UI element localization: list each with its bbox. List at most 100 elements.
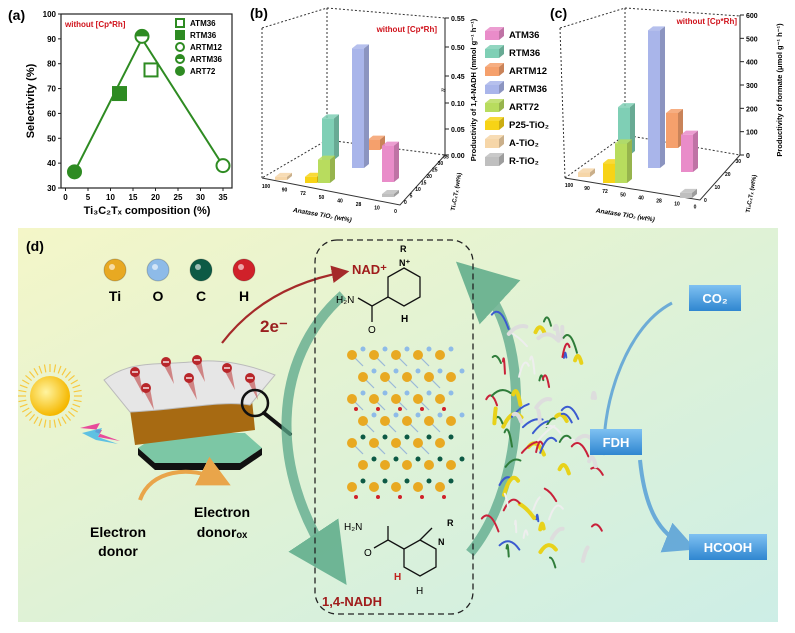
x-tick-label: 40 [638,195,644,201]
bar-atm36-side [693,131,698,172]
ti-atom [446,416,456,426]
protein-ribbon [538,411,540,423]
x-tick-label: 100 [565,183,574,189]
y-axis-label: Productivity of 1,4-NADH (mmol g⁻¹ h⁻¹) [469,18,478,161]
ti-atom [446,372,456,382]
bar-artm36 [352,48,364,168]
atom-label: C [196,288,206,304]
nadh-label: 1,4-NADH [322,594,382,609]
atom-label: H [239,288,249,304]
nad-plus-label: NAD⁺ [352,262,387,277]
legend-bc: ATM36RTM36ARTM12ARTM36ART72P25-TiO₂A-TiO… [485,27,549,167]
atom-highlight [195,264,201,270]
legend-label: R-TiO₂ [509,156,539,167]
h-atom [376,495,380,499]
n-plus-atom: N⁺ [399,258,410,268]
h-atom [354,407,358,411]
legend-swatch-3 [485,85,499,94]
y-tick-label: 300 [746,83,758,90]
z-tick-label: 5 [410,194,413,200]
h-atom [420,495,424,499]
ti-atom [391,482,401,492]
legend-label: ATM36 [509,30,539,41]
c-atom [383,435,388,440]
z-tick-label: 20 [725,172,731,178]
data-point-rtm36 [113,87,126,100]
atom-ti-icon [104,259,126,281]
panel-label-b: (b) [250,5,268,21]
ti-atom [435,438,445,448]
protein-ribbon [536,515,538,521]
y-tick-label: 600 [746,13,758,20]
electron-donor-ox-line2: donorₒₓ [197,524,248,540]
annotation: without [Cp*Rh] [676,17,738,26]
legend-swatch-1 [485,49,499,58]
panel-label-c: (c) [550,5,567,21]
o-atom [361,347,366,352]
ti-atom [446,460,456,470]
o-atom [394,369,399,374]
x-tick-label: 10 [374,206,380,212]
z-tick-label: 35 [443,155,449,161]
atom-label: Ti [109,288,121,304]
data-point-artm12 [217,159,230,172]
h-atom: H [401,314,408,325]
bar-art72-side [330,156,335,183]
protein-ribbon [494,409,495,424]
h-atom-red: H [394,572,401,583]
x-tick-label: 72 [602,189,608,195]
ti-atom [391,438,401,448]
data-point-atm36 [145,63,158,76]
c-atom [383,479,388,484]
atom-o-icon [147,259,169,281]
y-tick-label: 100 [746,130,758,137]
bar-art72 [615,143,627,183]
y-tick-label: 0 [746,153,750,160]
electron-donor-line1: Electron [90,524,146,540]
y-axis-label: Selectivity (%) [25,63,37,138]
z-tick-label: 15 [421,181,427,187]
x-tick-label: 0 [394,209,397,215]
y-tick-label: 100 [43,10,57,19]
x-tick-label: 10 [106,193,115,202]
z-tick-label: 0 [404,200,407,206]
x-tick-label: 90 [282,188,288,194]
x-tick-label: 25 [174,193,183,202]
h-atom [442,495,446,499]
legend-swatch-7 [485,157,499,166]
ti-atom [424,460,434,470]
data-point-art72 [68,165,81,178]
atom-highlight [109,264,115,270]
y-tick-label: 80 [47,60,56,69]
atom-h-icon [233,259,255,281]
ti-atom [435,350,445,360]
bar-artm36 [648,30,660,168]
protein-ribbon [540,524,543,530]
c-atom [405,479,410,484]
legend-swatch-2 [485,67,499,76]
bar-art72 [318,160,330,183]
bar-art72-side [627,139,632,183]
bar-a-tio₂ [578,172,590,177]
diagram-background [18,228,778,622]
y-tick-label: 70 [47,85,56,94]
legend-label: ARTM12 [190,43,223,52]
o-atom [383,391,388,396]
x-tick-label: 0 [63,193,68,202]
x-tick-label: 50 [620,192,626,198]
ti-atom [380,372,390,382]
h-atom [398,495,402,499]
bar-p25-tio₂ [603,163,615,183]
o-atom [394,413,399,418]
r-group: R [400,244,407,254]
ti-atom [391,394,401,404]
ti-atom [435,394,445,404]
y-tick-label: 60 [47,109,56,118]
bar-artm12 [666,113,678,148]
c-atom [427,479,432,484]
ti-atom [369,394,379,404]
ti-atom [402,372,412,382]
y-tick-label: 0.55 [451,16,465,23]
bar-p25-tio₂ [305,177,317,183]
amide-h2n: H₂N [336,295,354,306]
